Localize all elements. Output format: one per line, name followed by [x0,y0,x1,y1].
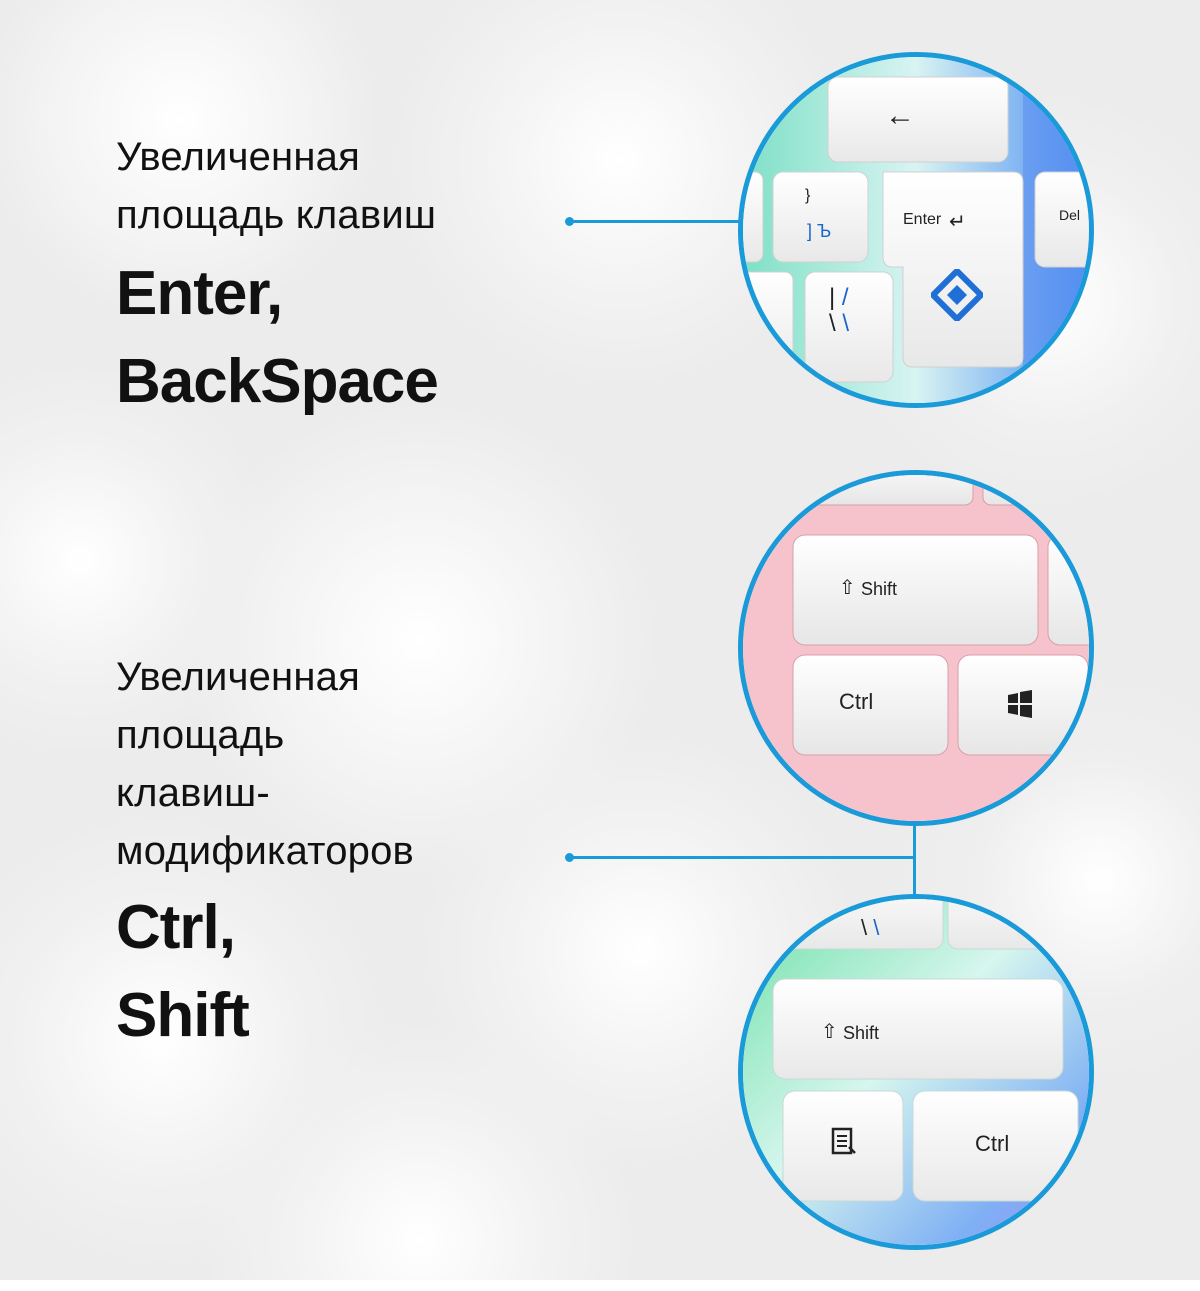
shift-ctrl-rainbow-zoom: \ \ ⇧ Shift Ctrl [738,894,1094,1250]
backslash-glyphs: | /\ \ [829,284,850,337]
description-line: модификаторов [116,829,415,873]
description-line: Увеличенная [116,135,360,179]
enter-arrow-icon: ↵ [949,211,966,233]
windows-logo-icon [1005,689,1035,719]
bottom-strip [0,1280,1200,1291]
keys-line: BackSpace [116,347,439,416]
shift-key-label: Shift [861,579,898,599]
shift-arrow-icon: ⇧ [821,1021,838,1043]
feature-ctrl-shift: Увеличенная площадь клавиш- модификаторо… [116,648,414,1060]
del-key-label: Del [1059,207,1081,223]
feature-keys: Ctrl, Shift [116,884,414,1060]
enter-backspace-zoom: ← } ] Ъ Enter ↵ Del | /\ \ [738,52,1094,408]
defender-logo-icon [931,269,983,321]
shift-ctrl-pink-zoom: ⇧ Shift Ctrl [738,470,1094,826]
connector-line [570,220,745,223]
feature-enter-backspace: Увеличенная площадь клавиш Enter, BackSp… [116,128,439,426]
backspace-arrow: ← [885,99,915,132]
ctrl-key-label: Ctrl [839,689,874,714]
menu-key-icon [831,1127,857,1157]
slash-glyphs: \ \ [861,915,880,940]
connector-dot [565,217,574,226]
description-line: Увеличенная [116,655,360,699]
shift-arrow-icon: ⇧ [839,577,856,599]
ctrl-key-label: Ctrl [975,1131,1010,1156]
bracket-top-label: } [805,187,811,204]
description-line: площадь [116,713,285,757]
keys-line: Shift [116,981,250,1050]
keys-line: Ctrl, [116,893,236,962]
connector-line-vertical [913,822,916,896]
enter-key-label: Enter [903,211,942,228]
description-line: площадь клавиш [116,193,437,237]
feature-keys: Enter, BackSpace [116,250,439,426]
feature-description: Увеличенная площадь клавиш [116,128,438,244]
description-line: клавиш- [116,771,270,815]
connector-line [570,856,916,859]
feature-description: Увеличенная площадь клавиш- модификаторо… [116,648,414,880]
connector-dot [565,853,574,862]
shift-key-label: Shift [843,1023,880,1043]
bracket-bottom-label: ] Ъ [807,221,832,241]
keys-line: Enter, [116,259,283,328]
